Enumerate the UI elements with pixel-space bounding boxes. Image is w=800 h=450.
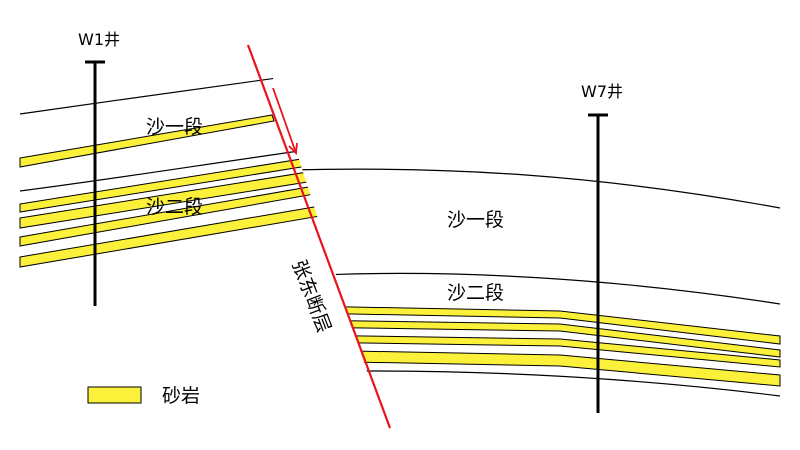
horizon-line: [299, 272, 781, 305]
fault-displacement-arrow: [272, 87, 298, 155]
left-block: [19, 71, 321, 268]
layer-label-left-sha1: 沙一段: [146, 116, 203, 138]
legend: 砂岩: [87, 385, 200, 407]
well-w7-label: W7井: [581, 82, 623, 101]
layer-label-right-sha2: 沙二段: [447, 282, 504, 304]
legend-sandstone-swatch: [87, 386, 142, 404]
layer-label-right-sha1: 沙一段: [447, 209, 504, 231]
well-w7: W7井: [581, 82, 623, 413]
well-w1-label: W1井: [78, 30, 120, 49]
well-w1: W1井: [78, 30, 120, 306]
horizon-line: [19, 147, 321, 192]
right-block: [289, 168, 781, 397]
fault-line: [246, 44, 392, 429]
horizon-line: [289, 168, 781, 209]
legend-sandstone-label: 砂岩: [162, 385, 200, 407]
layer-label-left-sha2: 沙二段: [146, 196, 203, 218]
fault-name-label: 张东断层: [287, 257, 335, 336]
sandstone-layer: [19, 114, 275, 168]
